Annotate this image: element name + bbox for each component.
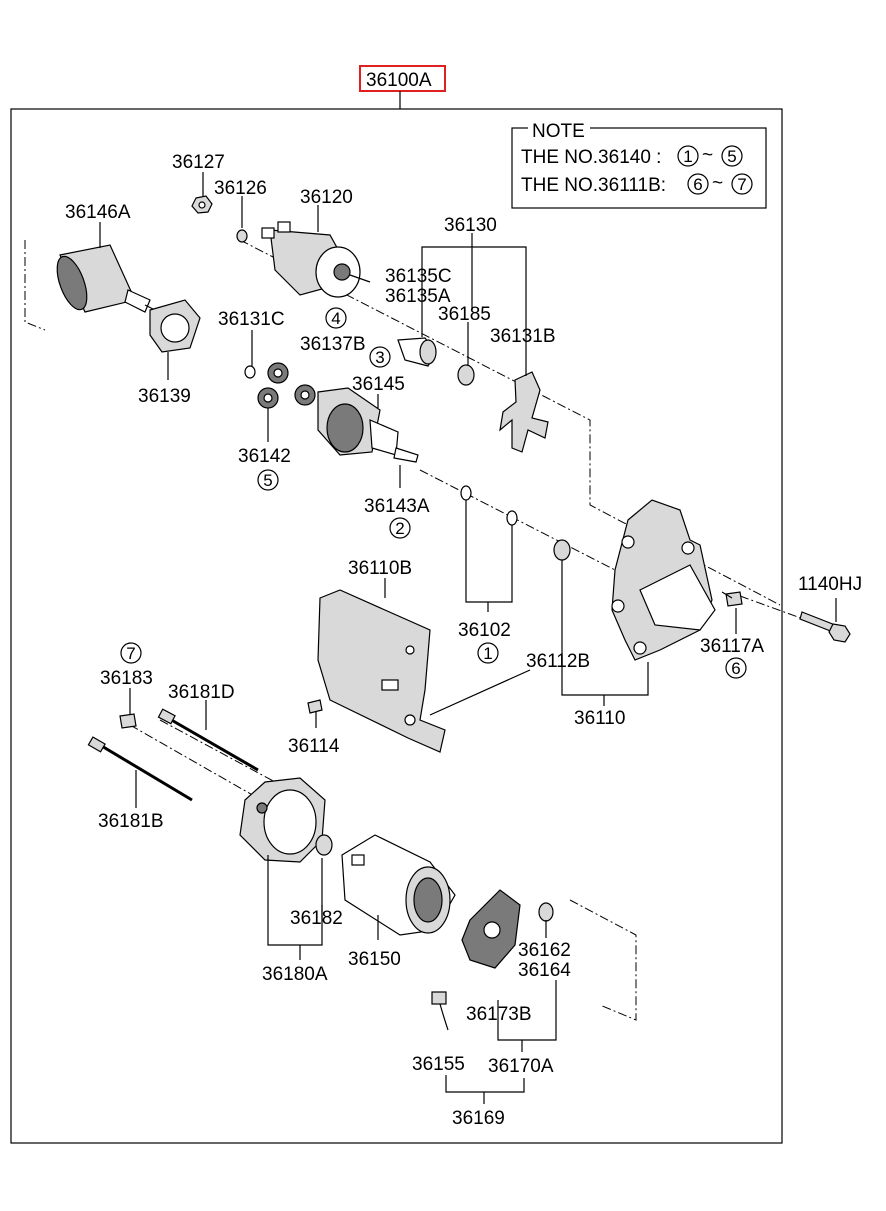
label-36169[interactable]: 36169 <box>452 1108 505 1129</box>
svg-text:7: 7 <box>126 644 135 663</box>
diagram-frame <box>10 108 783 1144</box>
label-36110B[interactable]: 36110B <box>348 558 412 579</box>
label-36131C[interactable]: 36131C <box>218 309 285 330</box>
label-36126[interactable]: 36126 <box>214 178 267 199</box>
label-36120[interactable]: 36120 <box>300 187 353 208</box>
label-36114[interactable]: 36114 <box>288 736 340 757</box>
note-line2-to: 7 <box>737 175 746 194</box>
svg-text:5: 5 <box>263 471 272 490</box>
through-bolt-parts <box>87 708 259 802</box>
label-36139[interactable]: 36139 <box>138 386 191 407</box>
screw-part-2 <box>119 713 137 729</box>
label-36143A[interactable]: 36143A <box>364 496 430 517</box>
label-36150[interactable]: 36150 <box>348 949 401 970</box>
label-36180A[interactable]: 36180A <box>262 964 328 985</box>
circled-ref-4: 4 <box>325 307 347 329</box>
brush-holder-part <box>461 889 521 969</box>
label-36173B[interactable]: 36173B <box>466 1004 532 1025</box>
note-box: NOTE THE NO.36140 : 1 ~ 5 THE NO.36111B:… <box>511 120 767 209</box>
label-36183[interactable]: 36183 <box>100 668 153 689</box>
note-line2: THE NO.36111B: <box>521 175 666 196</box>
label-36137B[interactable]: 36137B <box>300 334 366 355</box>
ball-part <box>244 365 256 379</box>
small-bolt-part <box>721 591 743 607</box>
label-36112B[interactable]: 36112B <box>526 651 590 672</box>
circled-ref-3: 3 <box>369 346 391 368</box>
label-36142[interactable]: 36142 <box>238 446 291 467</box>
svg-text:1: 1 <box>483 644 492 663</box>
svg-text:4: 4 <box>331 309 340 328</box>
note-line1-from: 1 <box>683 147 692 166</box>
label-36155[interactable]: 36155 <box>412 1054 465 1075</box>
label-36162[interactable]: 36162 <box>518 940 571 961</box>
circled-ref-5: 5 <box>257 469 279 491</box>
brush-part <box>431 991 449 1031</box>
label-36127[interactable]: 36127 <box>172 152 225 173</box>
screw-part <box>307 699 323 714</box>
label-36181D[interactable]: 36181D <box>168 682 235 703</box>
plate-part <box>149 299 201 353</box>
circled-ref-7: 7 <box>120 642 142 664</box>
label-36130[interactable]: 36130 <box>444 215 497 236</box>
svg-text:3: 3 <box>375 348 384 367</box>
clutch-part <box>317 387 419 463</box>
clip-part-2 <box>506 510 518 526</box>
note-title: NOTE <box>532 121 585 142</box>
note-line1: THE NO.36140 : <box>521 147 661 168</box>
label-36131B[interactable]: 36131B <box>490 326 556 347</box>
plunger-part <box>397 337 437 367</box>
circled-ref-1: 1 <box>477 642 499 664</box>
circled-ref-6: 6 <box>725 657 747 679</box>
rear-cover-part <box>239 777 326 863</box>
label-36135C[interactable]: 36135C <box>385 266 452 287</box>
gear-parts <box>257 362 316 409</box>
washer-part <box>236 229 248 243</box>
label-36164[interactable]: 36164 <box>518 960 571 981</box>
label-36146A[interactable]: 36146A <box>65 202 131 223</box>
front-housing-part <box>611 499 716 661</box>
label-36181B[interactable]: 36181B <box>98 811 164 832</box>
leader-lines <box>99 172 837 1104</box>
note-line1-to: 5 <box>727 147 736 166</box>
note-line2-from: 6 <box>693 175 702 194</box>
armature-part <box>56 244 156 313</box>
clip-part-1 <box>460 485 472 501</box>
lever-part <box>499 371 549 453</box>
label-36102[interactable]: 36102 <box>458 620 511 641</box>
bushing-part <box>553 539 571 561</box>
bearing-part <box>315 834 333 856</box>
spring-part <box>457 364 475 386</box>
svg-text:6: 6 <box>731 659 740 678</box>
brush-spring-part <box>538 902 554 922</box>
note-tilde1: ~ <box>702 145 713 166</box>
svg-text:2: 2 <box>395 519 404 538</box>
label-36170A[interactable]: 36170A <box>488 1056 554 1077</box>
assembly-label-box <box>359 65 446 92</box>
shield-part <box>317 589 446 753</box>
circled-ref-2: 2 <box>389 517 411 539</box>
solenoid-part <box>261 221 371 298</box>
label-36117A[interactable]: 36117A <box>700 636 764 657</box>
note-tilde2: ~ <box>712 173 723 194</box>
label-36182[interactable]: 36182 <box>290 908 343 929</box>
nut-part <box>191 195 213 214</box>
label-36135A[interactable]: 36135A <box>385 286 451 307</box>
mount-bolt-part <box>799 611 851 643</box>
label-36110[interactable]: 36110 <box>574 708 625 729</box>
label-36185[interactable]: 36185 <box>438 304 491 325</box>
yoke-part <box>341 834 456 936</box>
label-36145[interactable]: 36145 <box>352 374 405 395</box>
assembly-label[interactable]: 36100A <box>366 70 432 91</box>
label-1140HJ[interactable]: 1140HJ <box>798 574 862 595</box>
